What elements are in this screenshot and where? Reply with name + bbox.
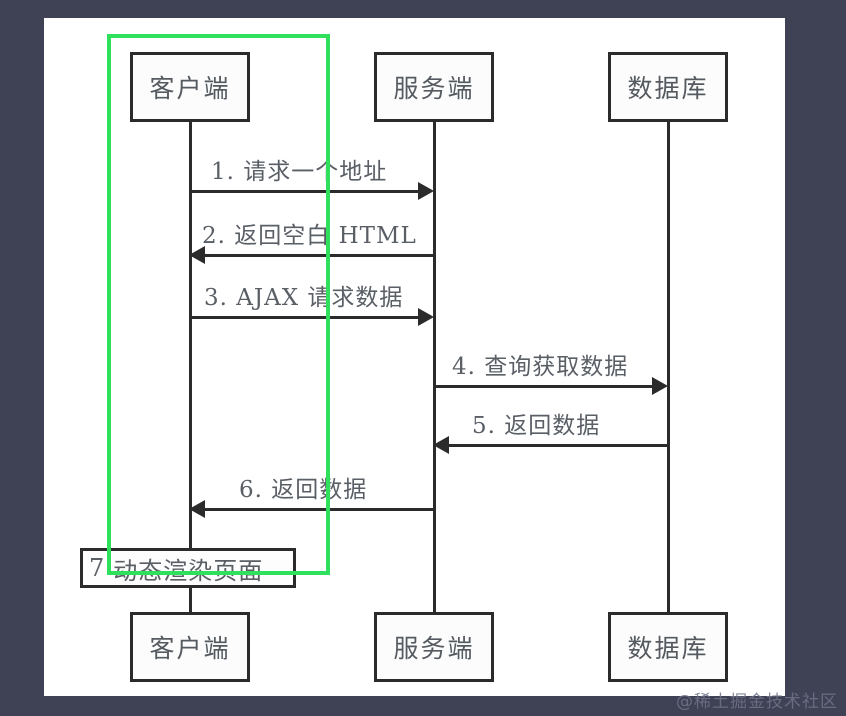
message-line-4 [434, 385, 652, 388]
lifeline-client [189, 122, 192, 612]
actor-label-client-bottom: 客户端 [149, 634, 231, 663]
actor-box-server-top[interactable]: 服务端 [374, 52, 494, 122]
actor-label-database-bottom: 数据库 [627, 634, 709, 663]
message-line-1 [190, 190, 418, 193]
actor-label-database-top: 数据库 [627, 74, 709, 103]
action-box-render-page[interactable]: 7 动态渲染页面 [80, 548, 296, 588]
action-number: 7 [89, 554, 106, 582]
message-label-6: 6. 返回数据 [239, 477, 368, 503]
arrow-head-left-5 [433, 436, 449, 454]
message-label-2: 2. 返回空白 HTML [202, 223, 417, 249]
message-label-3: 3. AJAX 请求数据 [204, 285, 404, 311]
arrow-head-left-2 [189, 246, 205, 264]
message-label-5: 5. 返回数据 [472, 413, 601, 439]
actor-label-server-top: 服务端 [393, 74, 475, 103]
actor-box-database-bottom[interactable]: 数据库 [608, 612, 728, 682]
lifeline-database [667, 122, 670, 612]
action-label: 动态渲染页面 [113, 556, 264, 585]
actor-label-server-bottom: 服务端 [393, 634, 475, 663]
actor-box-database-top[interactable]: 数据库 [608, 52, 728, 122]
message-label-4: 4. 查询获取数据 [452, 354, 629, 380]
actor-box-server-bottom[interactable]: 服务端 [374, 612, 494, 682]
actor-box-client-top[interactable]: 客户端 [130, 52, 250, 122]
sequence-diagram: 客户端 服务端 数据库 1. 请求一个地址 2. 返回空白 HTML 3. AJ… [44, 18, 785, 696]
watermark: @稀土掘金技术社区 [676, 692, 838, 712]
arrow-head-right-4 [652, 377, 668, 395]
message-line-6 [205, 508, 435, 511]
message-line-5 [449, 444, 670, 447]
arrow-head-right-1 [418, 182, 434, 200]
diagram-canvas: 客户端 服务端 数据库 1. 请求一个地址 2. 返回空白 HTML 3. AJ… [44, 18, 785, 696]
arrow-head-left-6 [189, 500, 205, 518]
lifeline-server [433, 122, 436, 612]
arrow-head-right-3 [418, 308, 434, 326]
actor-box-client-bottom[interactable]: 客户端 [130, 612, 250, 682]
message-line-3 [190, 316, 418, 319]
actor-label-client-top: 客户端 [149, 74, 231, 103]
message-label-1: 1. 请求一个地址 [211, 159, 388, 185]
message-line-2 [205, 254, 435, 257]
